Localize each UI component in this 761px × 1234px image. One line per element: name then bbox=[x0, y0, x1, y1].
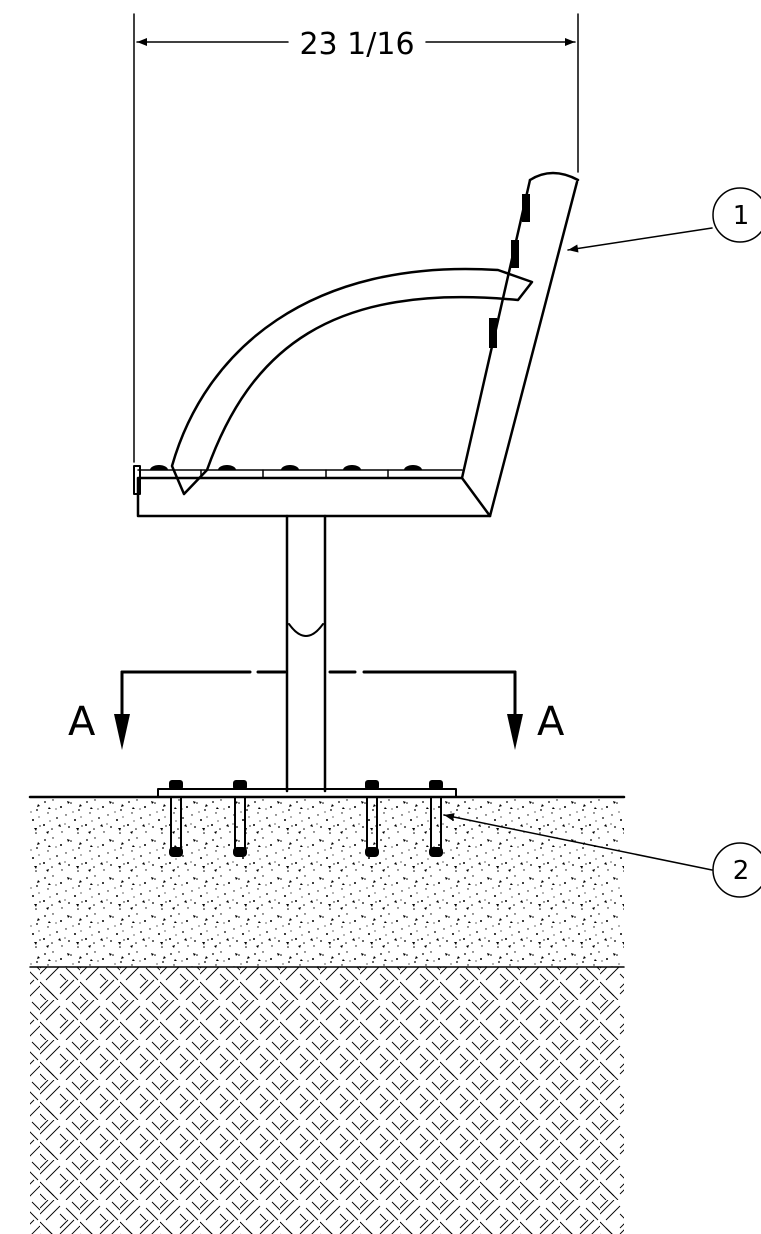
anchor-bolt bbox=[365, 780, 379, 857]
section-label-left: A bbox=[68, 699, 96, 745]
anchor-bolt bbox=[429, 780, 443, 857]
section-cut-line: A A bbox=[68, 670, 565, 750]
callout-1: 1 bbox=[567, 187, 761, 253]
concrete-footing bbox=[30, 797, 624, 967]
width-dimension-label: 23 1/16 bbox=[299, 27, 414, 62]
armrest bbox=[170, 267, 534, 496]
seat-slat-bolts bbox=[150, 465, 422, 479]
callout-1-number: 1 bbox=[733, 201, 750, 231]
base-plate-assembly bbox=[157, 780, 457, 857]
backrest-post bbox=[460, 171, 580, 518]
callout-2-number: 2 bbox=[733, 856, 750, 886]
section-label-right: A bbox=[537, 699, 565, 745]
anchor-bolt bbox=[169, 780, 183, 857]
soil-subgrade bbox=[30, 967, 624, 1234]
anchor-bolt bbox=[233, 780, 247, 857]
callout-2: 2 bbox=[443, 813, 761, 898]
bench-post bbox=[285, 514, 327, 793]
width-dimension: 23 1/16 bbox=[133, 13, 579, 463]
